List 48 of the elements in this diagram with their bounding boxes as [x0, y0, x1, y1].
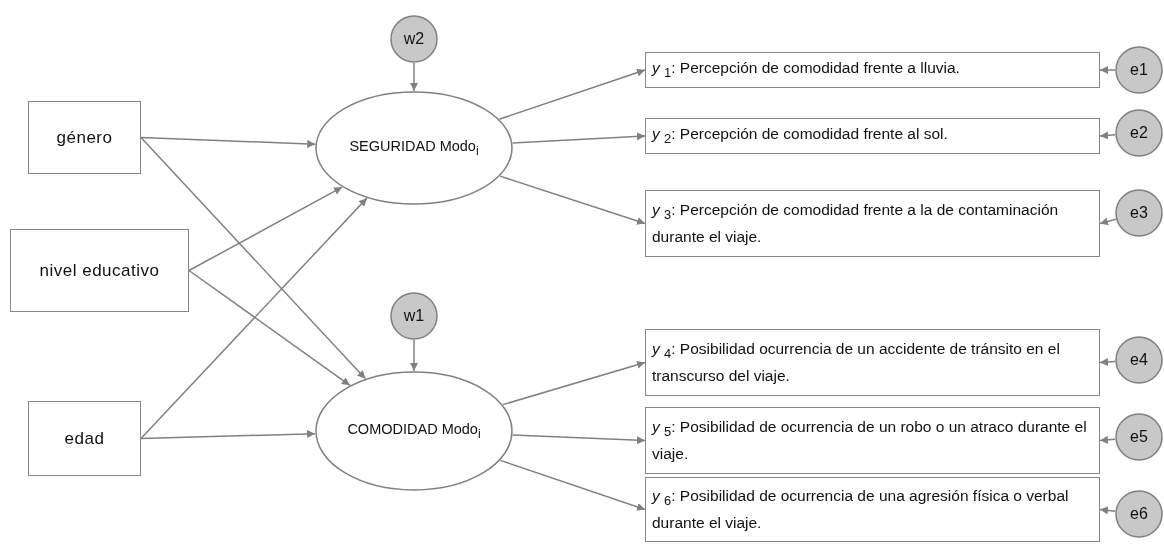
latent-label: COMODIDAD Modo$_{i}$	[347, 421, 481, 441]
arrow	[410, 339, 418, 372]
error-label: e1	[1130, 61, 1148, 79]
latent-label: SEGURIDAD Modo$_{i}$	[349, 138, 479, 158]
indicator-text: y $_{2}$: Percepción de comodidad frente al sol.	[652, 124, 948, 149]
error-label: e2	[1130, 124, 1148, 142]
indicator-text: y $_{4}$: Posibilidad ocurrencia de un accidente de tránsito en el transcurso del viaje.	[652, 338, 1061, 387]
indicator-box	[645, 52, 1100, 88]
indicator-text: y $_{6}$: Posibilidad de ocurrencia de una agresión física o verbal durante el viaje.	[652, 485, 1070, 534]
arrow	[1099, 217, 1117, 226]
arrow	[502, 360, 646, 406]
arrow	[140, 136, 367, 380]
variable-box	[10, 229, 189, 312]
error-label: w2	[403, 30, 425, 48]
error-label: e5	[1130, 428, 1148, 446]
error-label: w1	[403, 307, 425, 325]
arrow	[1099, 358, 1116, 366]
arrow	[140, 429, 316, 440]
indicator-text: y $_{1}$: Percepción de comodidad frente a lluvia.	[652, 58, 960, 83]
indicator-box	[645, 190, 1100, 257]
arrow	[499, 459, 646, 511]
error-label: e3	[1130, 204, 1148, 222]
arrow	[188, 186, 343, 272]
indicator-box	[645, 477, 1100, 542]
arrow	[140, 197, 368, 440]
variable-box	[28, 401, 141, 476]
indicator-text: y $_{5}$: Posibilidad de ocurrencia de un robo o un atraco durante el viaje.	[652, 416, 1088, 465]
indicator-box	[645, 329, 1100, 396]
arrow	[1099, 506, 1116, 515]
indicator-box	[645, 118, 1100, 154]
indicator-box	[645, 407, 1100, 474]
arrow	[511, 132, 646, 144]
indicator-text: y $_{3}$: Percepción de comodidad frente a la de contaminación durante el viaje.	[652, 199, 1060, 248]
error-label: e6	[1130, 505, 1148, 523]
arrow	[188, 269, 351, 387]
variable-label: edad	[64, 428, 105, 449]
variable-label: nivel educativo	[39, 260, 160, 281]
arrow	[498, 68, 646, 120]
arrow	[512, 434, 646, 445]
variable-label: género	[56, 127, 113, 148]
arrow	[1099, 435, 1116, 444]
error-label: e4	[1130, 351, 1148, 369]
arrow	[1099, 131, 1116, 140]
arrow	[1099, 66, 1116, 74]
arrow	[140, 136, 316, 148]
arrow	[410, 62, 418, 92]
variable-box	[28, 101, 141, 174]
arrow	[499, 175, 646, 225]
